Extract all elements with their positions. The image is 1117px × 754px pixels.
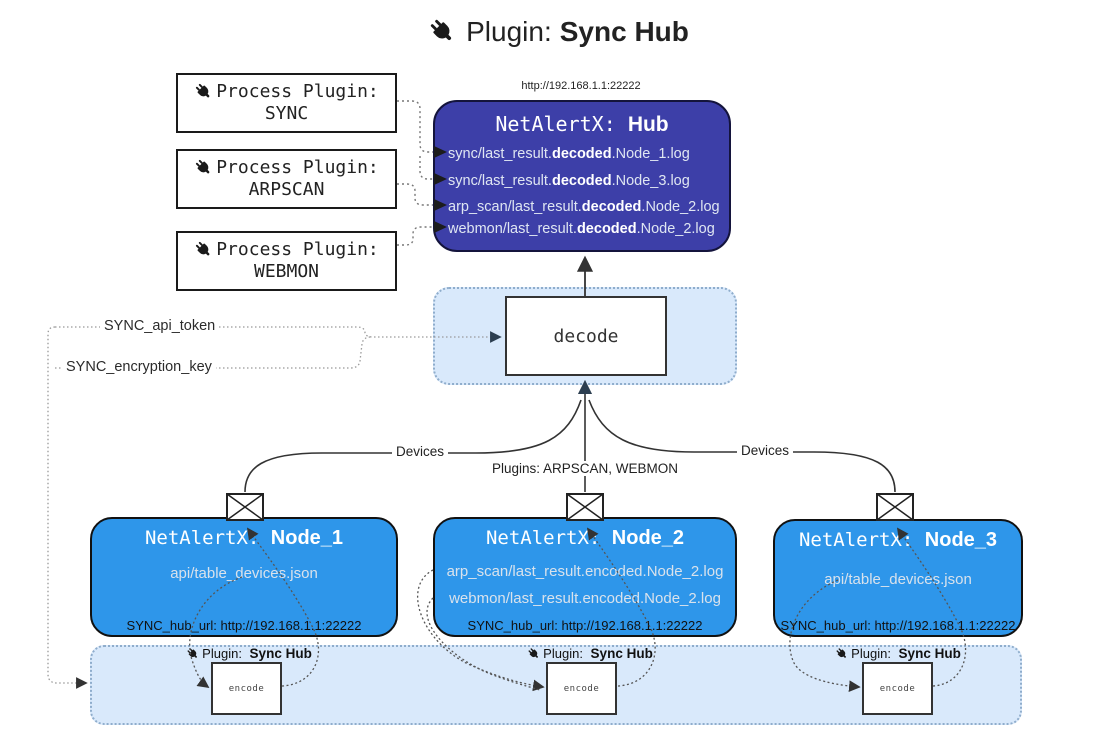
plugin-to-hub-connectors [397,100,433,246]
process-plugin-name: ARPSCAN [248,179,325,200]
node-box-node-1: NetAlertX: Node_1 api/table_devices.json… [90,517,398,637]
edge-label-plugins: Plugins: ARPSCAN, WEBMON [487,461,683,476]
node-title: NetAlertX: Node_1 [144,527,344,549]
plug-icon [194,240,214,260]
node-box-node-3: NetAlertX: Node_3 api/table_devices.json… [773,519,1023,637]
process-plugin-label: Process Plugin: [216,81,379,102]
process-plugin-label: Process Plugin: [216,239,379,260]
plug-icon [527,647,541,661]
plug-icon [194,82,214,102]
process-plugin-box-sync: Process Plugin: SYNC [176,73,397,133]
envelope-icon [226,493,264,521]
hub-box: NetAlertX: Hub sync/last_result.decoded.… [433,100,731,252]
process-plugin-box-webmon: Process Plugin: WEBMON [176,231,397,291]
hub-log-line: sync/last_result.decoded.Node_3.log [448,173,690,189]
hub-title: NetAlertX: Hub [495,112,669,136]
process-plugin-name: WEBMON [253,261,320,282]
page-title-text: Plugin: [466,16,552,47]
edge-label-devices-left: Devices [391,444,449,459]
node-file: arp_scan/last_result.encoded.Node_2.log [446,563,724,580]
hub-log-line: sync/last_result.decoded.Node_1.log [448,146,690,162]
envelope-icon [876,493,914,521]
hub-log-line: webmon/last_result.decoded.Node_2.log [448,221,715,237]
encode-box: encode [211,662,282,715]
envelope-icon [566,493,604,521]
plug-icon [194,158,214,178]
node-title: NetAlertX: Node_2 [485,527,685,549]
node-hub-url: SYNC_hub_url: http://192.168.1.1:22222 [467,618,703,633]
label-sync-api-token: SYNC_api_token [100,318,220,334]
plug-icon [186,647,200,661]
hub-url-label: http://192.168.1.1:22222 [521,80,641,92]
node-file: api/table_devices.json [170,565,318,582]
node-hub-url: SYNC_hub_url: http://192.168.1.1:22222 [126,618,362,633]
node-title: NetAlertX: Node_3 [798,529,998,551]
encode-box: encode [862,662,933,715]
process-plugin-name: SYNC [264,103,309,124]
node-hub-url: SYNC_hub_url: http://192.168.1.1:22222 [780,618,1016,633]
encode-box: encode [546,662,617,715]
node-file: api/table_devices.json [824,571,972,588]
encoder-label: Plugin: Sync Hub [186,646,312,661]
plug-icon [428,17,458,47]
page-title-bold: Sync Hub [559,16,689,47]
plug-icon [835,647,849,661]
label-sync-encryption-key: SYNC_encryption_key [62,359,216,375]
decode-box: decode [505,296,667,376]
process-plugin-box-arpscan: Process Plugin: ARPSCAN [176,149,397,209]
encoder-label: Plugin: Sync Hub [835,646,961,661]
node-box-node-2: NetAlertX: Node_2 arp_scan/last_result.e… [433,517,737,637]
process-plugin-label: Process Plugin: [216,157,379,178]
page-title: Plugin: Sync Hub [0,16,1117,48]
hub-log-line: arp_scan/last_result.decoded.Node_2.log [448,199,720,215]
encoder-label: Plugin: Sync Hub [527,646,653,661]
node-file: webmon/last_result.encoded.Node_2.log [449,590,721,607]
edge-label-devices-right: Devices [736,443,794,458]
